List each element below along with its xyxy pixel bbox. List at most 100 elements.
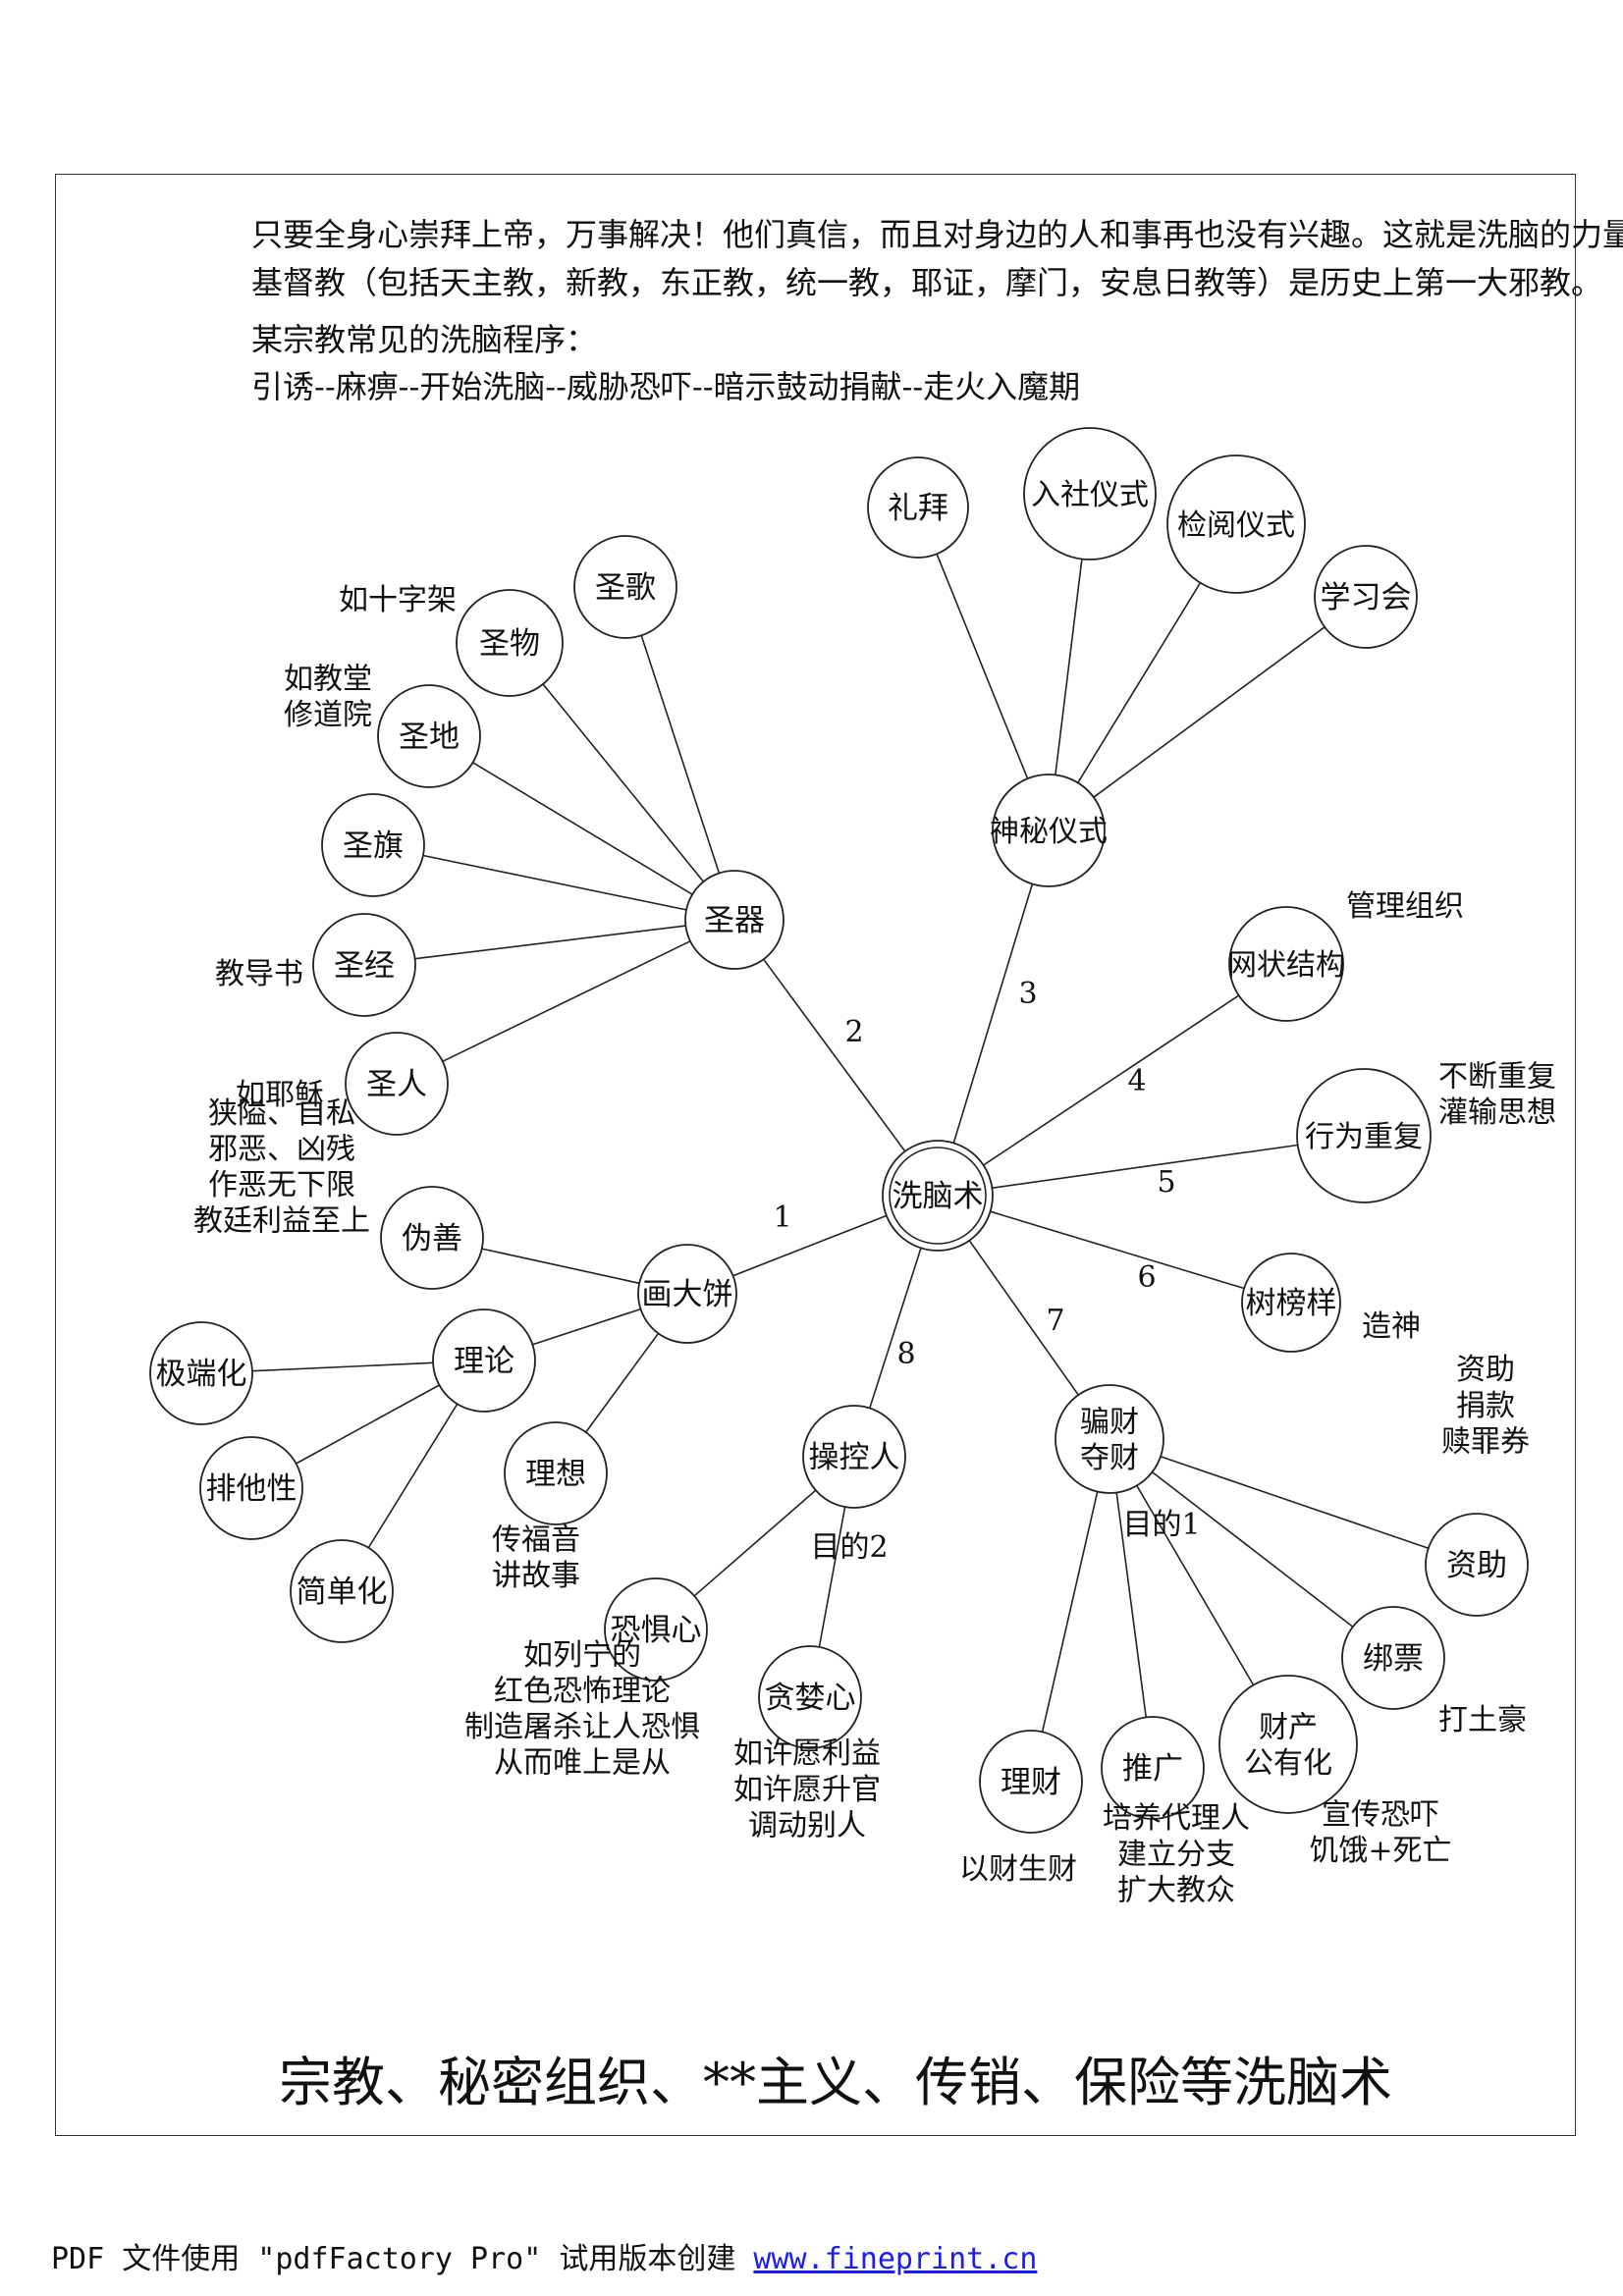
branch-number: 3	[1018, 977, 1037, 1011]
branch-number: 2	[844, 1015, 863, 1049]
annotation-text: 不断重复	[1438, 1060, 1556, 1095]
annotation-text: 捐款	[1456, 1389, 1515, 1423]
annotation-text: 狭隘、自私	[208, 1096, 355, 1131]
annotation-datuhao: 打土豪	[1438, 1703, 1527, 1737]
annotation-text: 作恶无下限	[208, 1168, 355, 1202]
annotation-text: 灌输思想	[1438, 1095, 1556, 1130]
annotation-text: 目的2	[810, 1530, 888, 1565]
connector-line	[1136, 1485, 1255, 1686]
annotation-text: 调动别人	[748, 1808, 866, 1842]
node-circle	[312, 913, 416, 1017]
center-label: 洗脑术	[893, 1179, 984, 1214]
node-circle	[380, 1186, 484, 1290]
connector-line	[968, 1240, 1079, 1396]
footer-link[interactable]: www.fineprint.cn	[753, 2242, 1038, 2276]
connector-line	[818, 1506, 846, 1648]
node-libai: 礼拜	[867, 456, 969, 559]
connector-line	[585, 1332, 660, 1433]
annotation-text: 教导书	[215, 957, 303, 991]
annotation-text: 如教堂	[284, 663, 372, 697]
node-label: 公有化	[1244, 1746, 1332, 1781]
branch-number: 8	[896, 1337, 915, 1371]
connector-line	[532, 1308, 641, 1346]
annotation-guanlizuzhi: 管理组织	[1346, 889, 1464, 924]
node-jianyueyishi: 检阅仪式	[1166, 454, 1306, 594]
node-shenmiyishi: 神秘仪式	[990, 774, 1108, 887]
node-circle	[1341, 1606, 1445, 1710]
annotation-text: 扩大教众	[1117, 1873, 1235, 1907]
node-rusheyishi: 入社仪式	[1023, 427, 1157, 561]
node-tuiguang: 推广	[1101, 1716, 1205, 1820]
node-huadabing: 画大饼	[637, 1244, 737, 1344]
node-circle	[456, 589, 564, 697]
center-inner-circle	[889, 1147, 987, 1245]
annotation-text: 修道院	[284, 698, 372, 732]
intro-line-4: 引诱--麻痹--开始洗脑--威胁恐吓--暗示鼓动捐献--走火入魔期	[251, 368, 1081, 405]
node-shengqi-flag: 圣旗	[321, 793, 425, 897]
node-wangzhuangjiegou: 网状结构	[1227, 906, 1345, 1022]
node-weishan: 伪善	[380, 1186, 484, 1290]
node-kongjuxin: 恐惧心	[604, 1577, 708, 1682]
annotation-rushizijia: 如十字架	[339, 583, 457, 617]
annotation-jiaodaoshu: 教导书	[215, 957, 303, 991]
node-circle	[604, 1577, 708, 1682]
node-label: 圣歌	[595, 570, 656, 606]
annotation-text: 如许愿利益	[733, 1736, 881, 1771]
node-label: 行为重复	[1305, 1120, 1423, 1154]
node-circle	[684, 870, 784, 970]
annotation-text: 培养代理人	[1103, 1801, 1250, 1836]
node-label: 夺财	[1080, 1441, 1139, 1475]
connector-line	[367, 1403, 459, 1549]
connector-line	[442, 940, 691, 1063]
intro-line-3: 某宗教常见的洗脑程序：	[251, 321, 598, 358]
node-label: 网状结构	[1227, 948, 1345, 983]
connector-line	[1152, 1470, 1354, 1628]
node-circle	[1228, 906, 1344, 1022]
center-outer-circle	[882, 1140, 994, 1252]
diagram-title: 宗教、秘密组织、**主义、传销、保险等洗脑术	[279, 2052, 1392, 2113]
connector-line	[983, 994, 1240, 1166]
annotation-ruyesu: 如耶稣	[236, 1078, 324, 1112]
node-jiduanhua: 极端化	[149, 1321, 253, 1425]
connector-line	[472, 762, 693, 895]
node-circle	[867, 456, 969, 559]
annotation-text: 制造屠杀让人恐惧	[464, 1710, 700, 1744]
connector-line	[481, 1248, 640, 1285]
node-zizhu: 资助	[1425, 1513, 1529, 1617]
node-label: 推广	[1122, 1751, 1183, 1787]
annotation-text: 从而唯上是从	[494, 1746, 671, 1781]
node-label: 操控人	[809, 1440, 900, 1475]
annotation-text: 如许愿升官	[733, 1773, 881, 1807]
node-label: 画大饼	[642, 1277, 733, 1312]
connector-line	[952, 883, 1034, 1144]
node-label: 资助	[1446, 1548, 1507, 1583]
node-label: 圣旗	[343, 828, 404, 864]
connector-line	[640, 635, 721, 874]
node-jiandanhua: 简单化	[290, 1539, 394, 1643]
node-circle	[432, 1308, 536, 1413]
connector-line	[1160, 1456, 1430, 1549]
node-circle	[1055, 1384, 1164, 1494]
center-node: 洗脑术	[882, 1140, 994, 1252]
intro-line-1: 只要全身心崇拜上帝，万事解决！他们真信，而且对身边的人和事再也没有兴趣。这就是洗…	[251, 216, 1623, 253]
annotation-text: 造神	[1362, 1309, 1421, 1344]
node-circle	[1241, 1253, 1341, 1353]
connector-line	[869, 1248, 922, 1409]
node-label: 理想	[525, 1457, 586, 1492]
node-circle	[1218, 1675, 1358, 1814]
node-label: 检阅仪式	[1177, 508, 1295, 543]
node-label: 恐惧心	[611, 1613, 702, 1648]
node-label: 伪善	[402, 1221, 462, 1256]
node-label: 圣器	[704, 903, 765, 938]
node-label: 贪婪心	[765, 1681, 856, 1716]
